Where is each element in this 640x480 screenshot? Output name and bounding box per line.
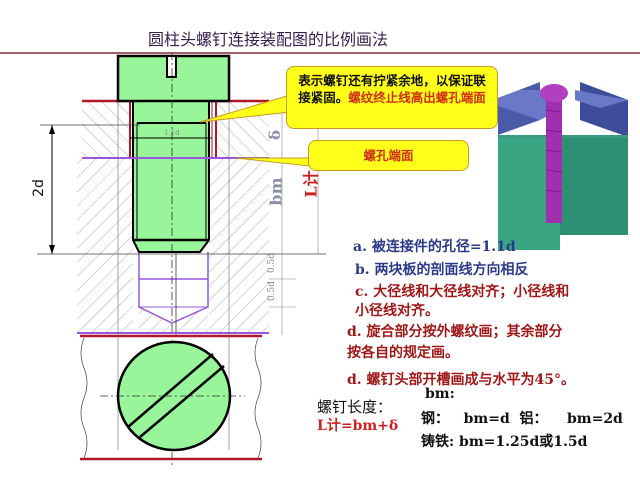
callout-thread-end-text: 表示螺钉还有拧紧余地，以保证联接紧固。 (298, 73, 486, 105)
note-b: b. 两块板的剖面线方向相反 (355, 262, 529, 278)
hole-bottom-hatch (139, 307, 208, 333)
note-d-line2: 按各自的规定画。 (347, 345, 459, 361)
dim-2d-label: 2d (30, 179, 47, 197)
threaded-hole (138, 252, 209, 324)
dim-delta-label: δ (266, 129, 285, 141)
callout-hole-face: 螺孔端面 (308, 140, 469, 171)
callout-hole-face-text: 螺孔端面 (363, 148, 414, 163)
dim-0.5d-lower: 0.5d (267, 280, 278, 302)
callout-thread-end-red: 螺纹终止线高出螺孔端面 (348, 90, 486, 105)
break-line-left (80, 337, 88, 459)
note-c-line1: c. 大径线和大径线对齐；小径线和 (355, 284, 570, 300)
page-title: 圆柱头螺钉连接装配图的比例画法 (148, 30, 389, 49)
break-line-right (254, 337, 262, 459)
bottom-plate-hatch-left (77, 158, 133, 333)
dim-1.1d-label: 1.1d (164, 129, 180, 137)
screw-slot (166, 55, 177, 78)
bottom-plate-hatch-right (209, 158, 269, 333)
screw-length-formula: L计=bm+δ (317, 418, 399, 434)
bm-label: bm: (425, 386, 455, 402)
screw-length-label: 螺钉长度： (317, 398, 393, 416)
bm-cast-iron: 铸铁: bm=1.25d或1.5d (421, 434, 588, 450)
dim-bm-label: bm (266, 177, 286, 206)
bm-steel-aluminum: 钢： bm=d 铝： bm=2d (421, 411, 623, 427)
top-plate-hatch-left (82, 101, 130, 158)
dim-0.5d-upper: 0.5d (267, 252, 278, 274)
note-c-line2: 小径线对齐。 (355, 303, 439, 319)
dim-L-label: L计 (301, 170, 321, 198)
note-a: a. 被连接件的孔径=1.1d (353, 239, 516, 255)
callout-thread-end: 表示螺钉还有拧紧余地，以保证联接紧固。螺纹终止线高出螺孔端面 (286, 66, 498, 129)
note-d-slot: d. 螺钉头部开槽画成与水平为45°。 (347, 372, 576, 388)
screw-3d-illustration (498, 82, 628, 250)
note-d-line1: d. 旋合部分按外螺纹画；其余部分 (347, 324, 563, 340)
